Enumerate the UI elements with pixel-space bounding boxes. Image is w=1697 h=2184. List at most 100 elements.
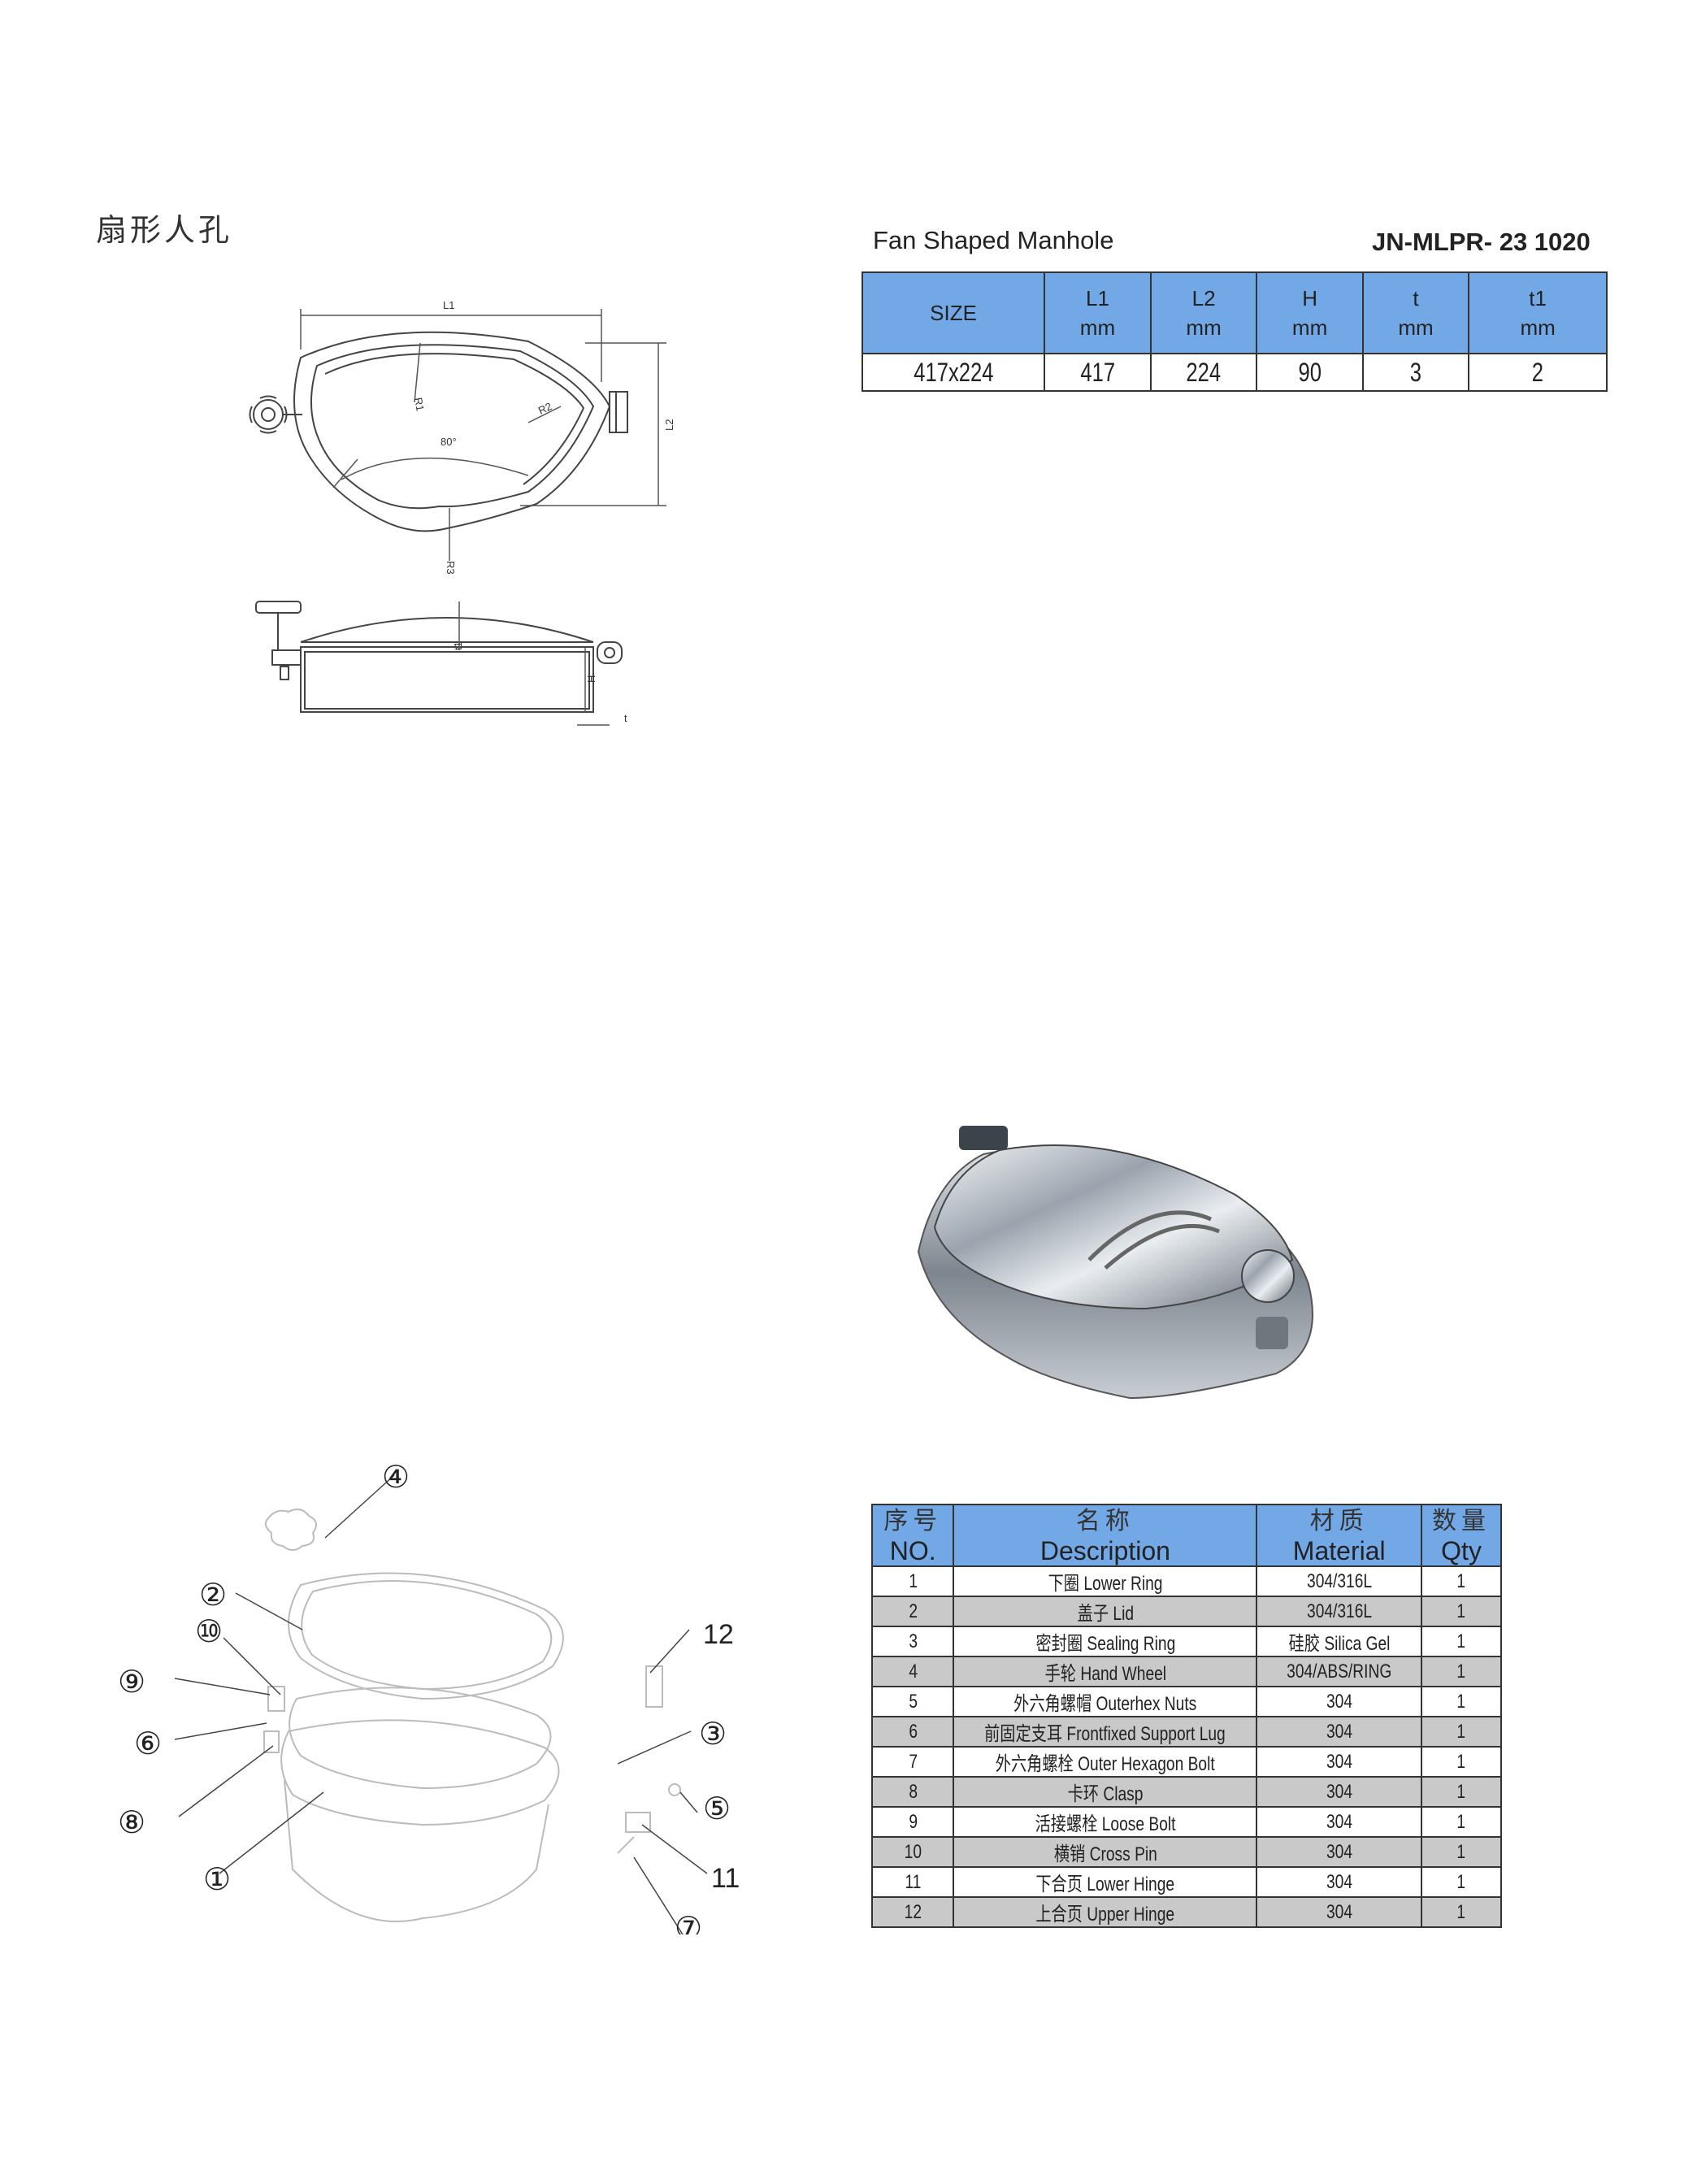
- cell-no: 8: [870, 1776, 955, 1808]
- cell-no: 9: [870, 1806, 955, 1838]
- cell-description: 手轮 Hand Wheel: [953, 1656, 1258, 1687]
- cell-material: 304/316L: [1256, 1565, 1423, 1597]
- callout-6: ⑥: [134, 1727, 162, 1761]
- cell-no: 5: [870, 1686, 955, 1717]
- cell-no: 1: [870, 1565, 955, 1597]
- cell-qty: 1: [1421, 1596, 1502, 1627]
- top-view-drawing: L1 L2 R1 R2 R3 80° t1 H t: [249, 299, 675, 726]
- cell-no: 11: [870, 1866, 955, 1898]
- dim-l1: L1: [443, 299, 454, 311]
- cell-description: 活接螺栓 Loose Bolt: [953, 1806, 1258, 1838]
- cell-t: 3: [1361, 353, 1470, 392]
- cell-l2: 224: [1149, 353, 1258, 392]
- dim-r1: R1: [412, 397, 427, 412]
- page-title-cn: 扇形人孔: [96, 212, 233, 248]
- cell-qty: 1: [1421, 1806, 1502, 1838]
- callout-10: ⑩: [195, 1615, 223, 1649]
- callout-9: ⑨: [118, 1665, 145, 1700]
- cell-l1: 417: [1044, 353, 1152, 392]
- cell-material: 304: [1256, 1836, 1423, 1868]
- callout-4: ④: [382, 1461, 410, 1495]
- cell-material: 304: [1256, 1746, 1423, 1778]
- cell-description: 前固定支耳 Frontfixed Support Lug: [953, 1716, 1258, 1748]
- cell-material: 304: [1256, 1776, 1423, 1808]
- cell-description: 上合页 Upper Hinge: [953, 1896, 1258, 1928]
- callout-3: ③: [699, 1717, 727, 1752]
- cell-size: 417x224: [861, 353, 1046, 392]
- cell-material: 304: [1256, 1866, 1423, 1898]
- cell-no: 10: [870, 1836, 955, 1868]
- cell-qty: 1: [1421, 1716, 1502, 1748]
- dim-h: H: [585, 675, 597, 683]
- callout-8: ⑧: [118, 1806, 145, 1840]
- cell-material: 304: [1256, 1896, 1423, 1928]
- callout-7: ⑦: [675, 1912, 702, 1934]
- callout-5: ⑤: [703, 1792, 731, 1826]
- cell-no: 6: [870, 1716, 955, 1748]
- cell-material: 硅胶 Silica Gel: [1256, 1626, 1423, 1657]
- product-photo: [917, 1126, 1313, 1400]
- cell-no: 4: [870, 1656, 955, 1687]
- cell-qty: 1: [1421, 1866, 1502, 1898]
- cell-qty: 1: [1421, 1565, 1502, 1597]
- cell-material: 304/ABS/RING: [1256, 1656, 1423, 1687]
- cell-qty: 1: [1421, 1626, 1502, 1657]
- cell-qty: 1: [1421, 1836, 1502, 1868]
- cell-material: 304: [1256, 1686, 1423, 1717]
- cell-description: 盖子 Lid: [953, 1596, 1258, 1627]
- cell-qty: 1: [1421, 1656, 1502, 1687]
- cell-qty: 1: [1421, 1686, 1502, 1717]
- cell-h: 90: [1256, 353, 1364, 392]
- cell-qty: 1: [1421, 1746, 1502, 1778]
- cell-qty: 1: [1421, 1776, 1502, 1808]
- dim-t: t: [624, 712, 627, 724]
- header-size: SIZE: [861, 271, 1046, 354]
- dim-r2: R2: [536, 400, 553, 417]
- cell-description: 下合页 Lower Hinge: [953, 1866, 1258, 1898]
- cell-no: 3: [870, 1626, 955, 1657]
- dim-r3: R3: [445, 561, 457, 575]
- cell-material: 304: [1256, 1716, 1423, 1748]
- cell-no: 12: [870, 1896, 955, 1928]
- cell-material: 304: [1256, 1806, 1423, 1838]
- cell-t1: 2: [1468, 353, 1608, 392]
- dim-t1: t1: [452, 641, 464, 650]
- page-title-en: Fan Shaped Manhole: [873, 226, 1114, 254]
- callout-1: ①: [203, 1863, 231, 1897]
- callout-12: 12: [703, 1619, 734, 1650]
- cell-description: 卡环 Clasp: [953, 1776, 1258, 1808]
- size-table-row: 417x224 417 224 90 3 2: [861, 353, 1608, 392]
- cell-no: 2: [870, 1596, 955, 1627]
- model-number: JN-MLPR- 23 1020: [1372, 228, 1591, 256]
- cell-description: 下圈 Lower Ring: [953, 1565, 1258, 1597]
- callout-11: 11: [711, 1863, 740, 1894]
- cell-description: 外六角螺栓 Outer Hexagon Bolt: [953, 1746, 1258, 1778]
- dim-l2: L2: [663, 419, 675, 431]
- cell-description: 横销 Cross Pin: [953, 1836, 1258, 1868]
- cell-qty: 1: [1421, 1896, 1502, 1928]
